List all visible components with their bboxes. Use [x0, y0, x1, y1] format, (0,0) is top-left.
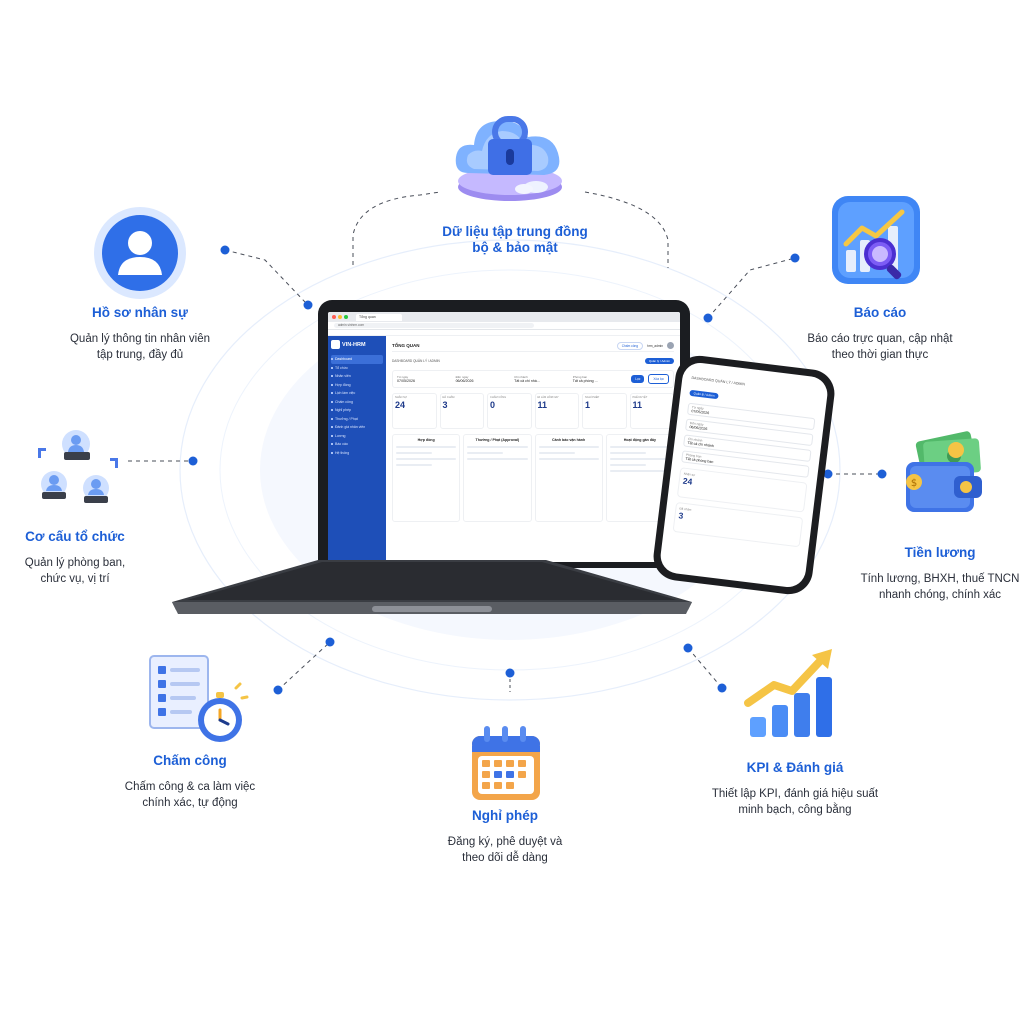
phone: DASHBOARD QUẢN LÝ / ADMIN Quản lý / Admi…: [650, 353, 838, 597]
filter-button[interactable]: Lọc: [631, 375, 645, 383]
feature-desc: Quản lý phòng ban,chức vụ, vị trí: [24, 557, 126, 585]
feature-title: Nghỉ phép: [472, 808, 538, 823]
user-name[interactable]: hrm_admin: [647, 343, 663, 348]
dashboard-panels: Hợp đồng Thưởng / Phạt (Approval) Cảnh b…: [392, 434, 674, 522]
hrm-app: VIN-HRM Dashboard Tổ chức Nhân viên Hợp …: [328, 336, 680, 562]
feature-title: Hồ sơ nhân sự: [92, 305, 188, 320]
report-chart-icon: [832, 196, 920, 284]
feature-title: KPI & Đánh giá: [746, 760, 844, 775]
cloud-lock-icon: [455, 116, 562, 201]
page-title: TỔNG QUAN: [392, 343, 420, 348]
sidebar-item-contracts[interactable]: Hợp đồng: [331, 381, 383, 390]
kpi-growth-icon: [744, 649, 832, 737]
svg-text:$: $: [911, 478, 917, 489]
phone-screen: DASHBOARD QUẢN LÝ / ADMIN Quản lý / Admi…: [658, 360, 830, 590]
sidebar-item-leave[interactable]: Nghỉ phép: [331, 406, 383, 415]
sidebar-item-salary[interactable]: Lương: [331, 432, 383, 441]
feature-title: bộ & bảo mật: [472, 240, 558, 255]
reset-filter-button[interactable]: Xóa lọc: [648, 374, 670, 384]
main-header: TỔNG QUAN Chấm công hrm_admin: [392, 340, 674, 352]
sidebar-item-attendance[interactable]: Chấm công: [331, 398, 383, 407]
sidebar-item-org[interactable]: Tổ chức: [331, 364, 383, 373]
role-chip[interactable]: Quản lý / Admin: [644, 358, 674, 364]
sidebar-item-dashboard[interactable]: Dashboard: [331, 355, 383, 364]
laptop-screen: Tổng quan admin.vinhrm.com VIN-HRM Dashb…: [328, 312, 680, 562]
calendar-icon: [472, 726, 540, 800]
org-structure-icon: [38, 430, 118, 503]
laptop-base: [172, 560, 692, 614]
sidebar-item-reports[interactable]: Báo cáo: [331, 440, 383, 449]
sidebar-item-employees[interactable]: Nhân viên: [331, 372, 383, 381]
wallet-money-icon: $: [906, 431, 982, 512]
browser-tab[interactable]: Tổng quan: [356, 313, 402, 321]
feature-title: Báo cáo: [853, 305, 907, 320]
sidebar-item-system[interactable]: Hệ thống: [331, 449, 383, 458]
feature-security: Dữ liệu tập trung đồng bộ & bảo mật: [430, 224, 600, 256]
feature-kpi: KPI & Đánh giá Thiết lập KPI, đánh giá h…: [695, 760, 895, 818]
sidebar-item-bonus[interactable]: Thưởng / Phạt: [331, 415, 383, 424]
sidebar-item-review[interactable]: Đánh giá nhân viên: [331, 423, 383, 432]
brand: VIN-HRM: [331, 340, 383, 349]
address-bar[interactable]: admin.vinhrm.com: [328, 322, 680, 330]
url-field[interactable]: admin.vinhrm.com: [334, 323, 534, 328]
feature-title: Dữ liệu tập trung đồng: [442, 224, 588, 239]
feature-profile: Hồ sơ nhân sự Quản lý thông tin nhân viê…: [50, 305, 230, 363]
panel-contracts: Hợp đồng: [392, 434, 461, 522]
avatar[interactable]: [667, 342, 674, 349]
breadcrumb-text: DASHBOARD QUẢN LÝ / ADMIN: [392, 359, 440, 363]
attendance-clock-icon: [149, 655, 249, 742]
brand-logo-icon: [331, 340, 340, 349]
phone-role-chip[interactable]: Quản lý / Admin: [689, 389, 719, 400]
feature-title: Chấm công: [153, 753, 227, 768]
panel-bonus: Thưởng / Phạt (Approval): [463, 434, 532, 522]
bookmarks-bar: [328, 330, 680, 336]
panel-alerts: Cảnh báo vận hành: [534, 434, 603, 522]
attendance-button[interactable]: Chấm công: [616, 341, 644, 350]
feature-org: Cơ cấu tổ chức Quản lý phòng ban,chức vụ…: [10, 529, 140, 587]
browser-tabbar: Tổng quan: [328, 312, 680, 322]
breadcrumb: DASHBOARD QUẢN LÝ / ADMIN Quản lý / Admi…: [392, 358, 674, 364]
feature-title: Tiền lương: [904, 545, 976, 560]
main-content: TỔNG QUAN Chấm công hrm_admin DASHBOARD …: [386, 336, 680, 562]
brand-name: VIN-HRM: [342, 341, 366, 348]
feature-title: Cơ cấu tổ chức: [25, 529, 125, 544]
sidebar: VIN-HRM Dashboard Tổ chức Nhân viên Hợp …: [328, 336, 386, 562]
sidebar-item-schedule[interactable]: Lịch làm việc: [331, 389, 383, 398]
user-profile-icon: [94, 207, 186, 299]
